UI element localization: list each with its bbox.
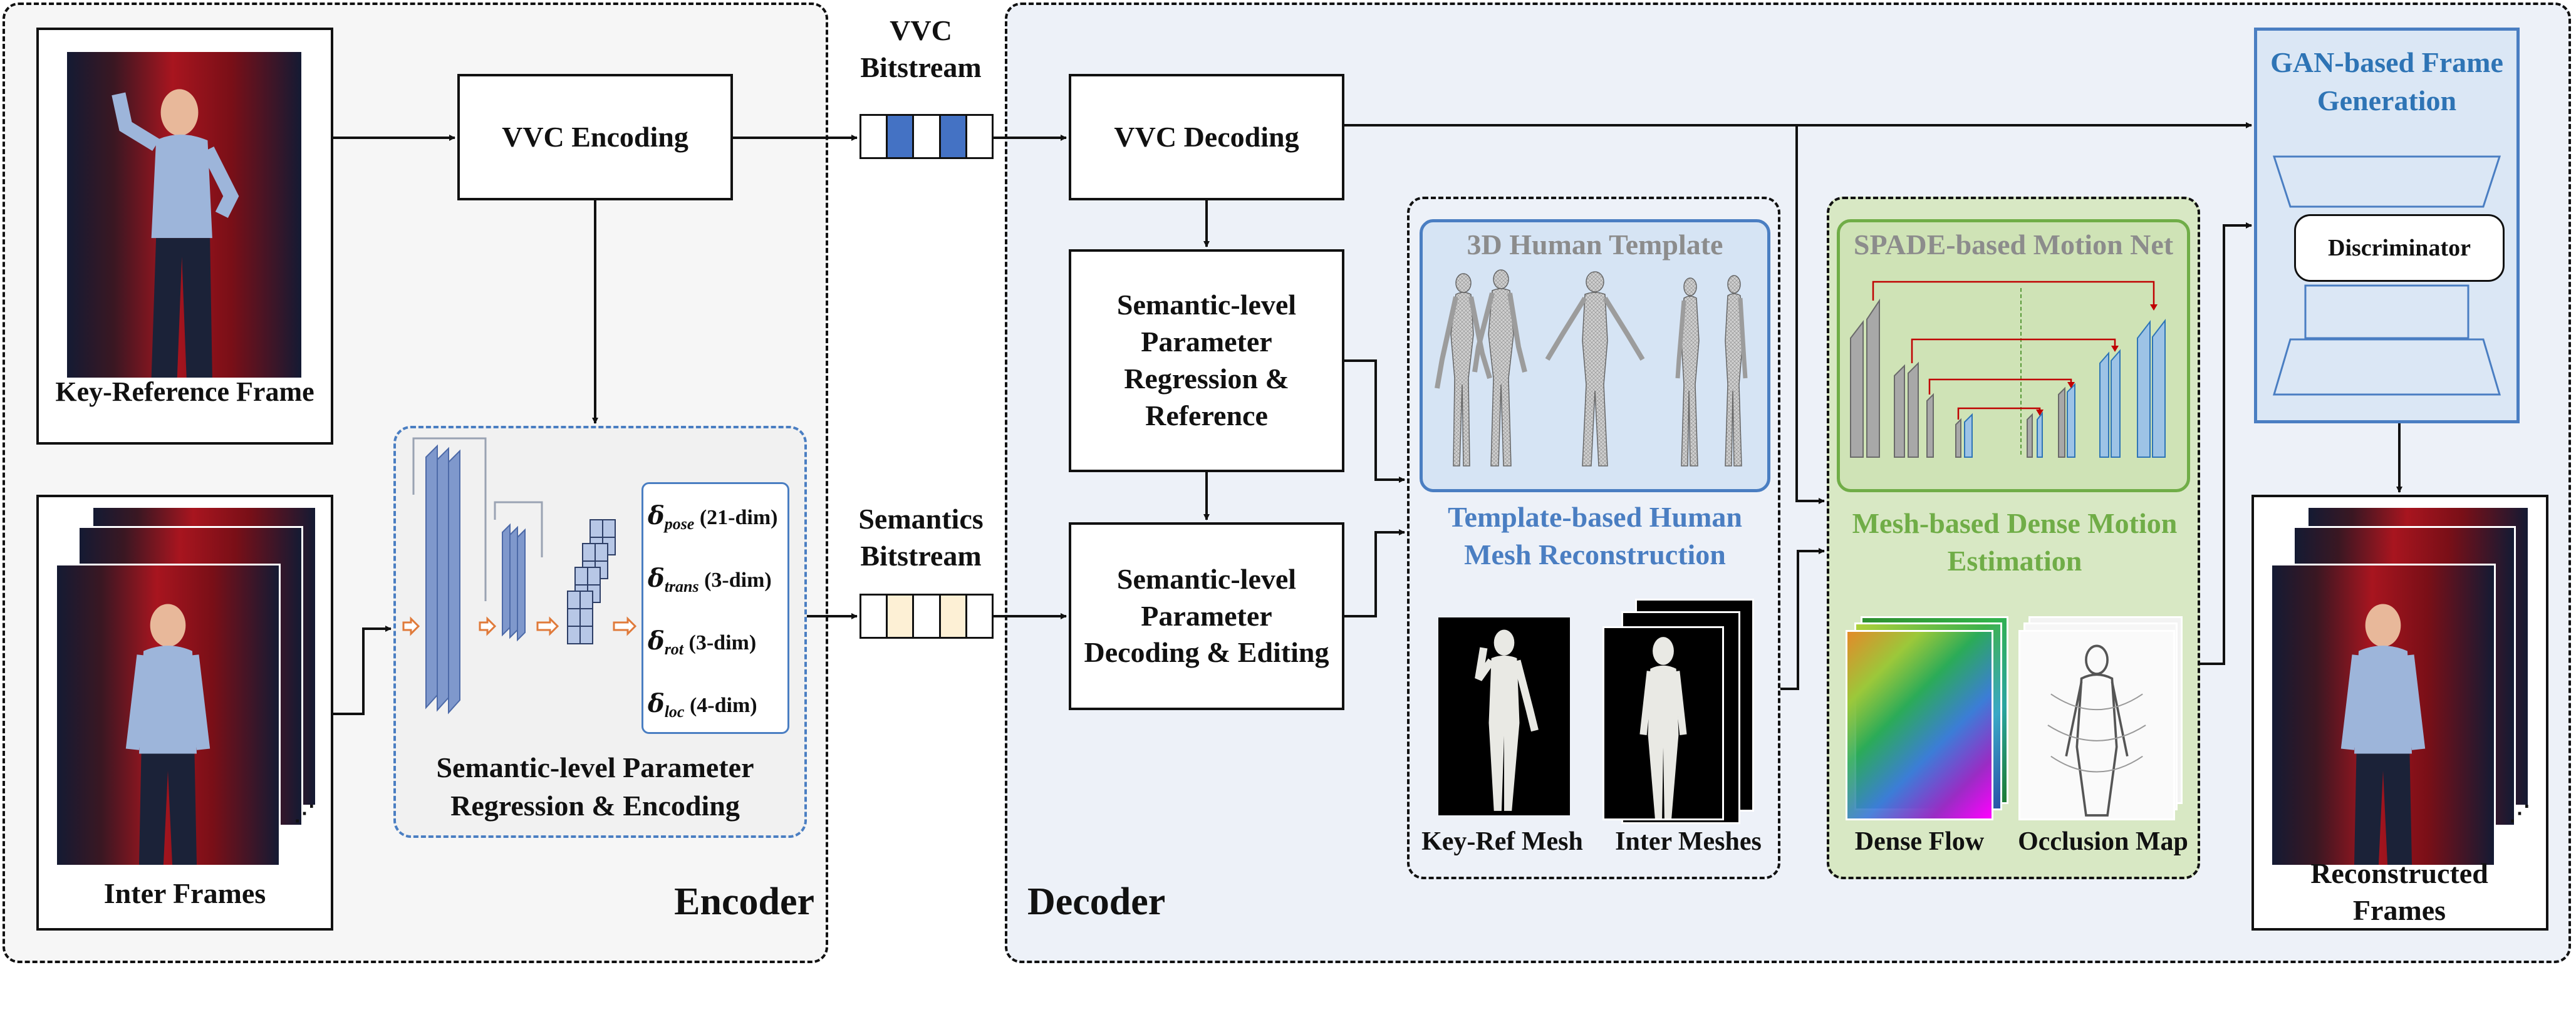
inter-frames-label: Inter Frames <box>103 877 266 909</box>
template-title: 3D Human Template <box>1467 229 1723 261</box>
generator-decoder-icon <box>2272 338 2501 396</box>
human-figure-icon <box>112 89 239 378</box>
template-figure-1 <box>1435 273 1492 467</box>
gan-title: GAN-based Frame Generation <box>2270 46 2503 116</box>
human-figure-icon <box>2047 644 2146 817</box>
decoding-editing-box: Semantic-level Parameter Decoding & Edit… <box>1069 522 1344 710</box>
gan-network-icon <box>2272 155 2501 396</box>
spade-title: SPADE-based Motion Net <box>1853 229 2174 261</box>
occlusion-map-image <box>2018 630 2175 820</box>
spade-network-icon <box>1850 281 2166 458</box>
parameters-box <box>641 482 789 734</box>
mesh-template-icon <box>1435 269 1748 467</box>
inter-frame-front <box>55 564 281 867</box>
key-frame-label: Key-Reference Frame <box>55 376 314 407</box>
vvc-bitstream <box>860 114 994 159</box>
generator-encoder-icon <box>2272 155 2501 208</box>
dnn-layer-icon <box>567 519 616 644</box>
param-rot: δrot (3-dim) <box>648 626 757 658</box>
template-figure-4 <box>1675 277 1700 467</box>
template-figure-3 <box>1545 271 1645 467</box>
arrow-icon <box>2036 304 2158 416</box>
arrow-mesh-to-motion <box>1780 548 1825 690</box>
reconstructed-frames-label: Reconstructed Frames <box>2310 857 2488 926</box>
arrow-editing-to-mesh <box>1344 529 1405 617</box>
skip-connections <box>412 437 543 601</box>
motion-title: Mesh-based Dense Motion Estimation <box>1852 507 2178 577</box>
param-trans: δtrans (3-dim) <box>648 564 772 596</box>
dnn-layer-icon <box>1964 319 2166 458</box>
occlusion-map-label: Occlusion Map <box>2018 827 2188 856</box>
dense-flow-label: Dense Flow <box>1854 827 1985 856</box>
human-figure-icon <box>1475 629 1539 811</box>
regression-reference-box: Semantic-level Parameter Regression & Re… <box>1069 249 1344 472</box>
human-figure-icon <box>2340 604 2426 865</box>
param-pose: δpose (21-dim) <box>648 501 778 533</box>
generator-bottleneck-icon <box>2304 284 2470 339</box>
encoder-title: Encoder <box>674 880 814 923</box>
reconstructed-ellipsis: ⋰ <box>2509 802 2530 825</box>
vvc-decoding-box: VVC Decoding <box>1069 74 1344 200</box>
semantics-bitstream-label: Semantics Bitstream <box>858 503 984 572</box>
arrow-icon <box>402 616 637 636</box>
key-ref-mesh-image <box>1438 617 1570 815</box>
arrow-regression-to-mesh <box>1344 359 1405 483</box>
semantic-encoding-title: Semantic-level Parameter Regression & En… <box>436 751 754 822</box>
discriminator-box: Discriminator <box>2294 214 2505 282</box>
key-frame-image <box>65 50 303 379</box>
arrow-inter-to-semantic <box>333 626 392 715</box>
arrow-motion-to-gan <box>2200 222 2252 665</box>
semantics-bitstream <box>860 594 994 639</box>
dnn-layer-icon <box>425 444 526 715</box>
template-figure-2 <box>1472 269 1527 467</box>
vvc-bitstream-label: VVC Bitstream <box>860 14 982 83</box>
decoder-title: Decoder <box>1027 880 1166 923</box>
vvc-encoding-box: VVC Encoding <box>457 74 733 200</box>
human-figure-icon <box>1639 637 1687 818</box>
regression-network-icon <box>402 437 637 715</box>
human-figure-icon <box>125 604 210 865</box>
key-ref-mesh-label: Key-Ref Mesh <box>1421 827 1583 856</box>
template-figure-5 <box>1725 275 1748 467</box>
inter-frames-ellipsis: ⋰ <box>294 802 315 825</box>
reconstructed-frame-front <box>2270 564 2496 867</box>
inter-mesh-front <box>1602 626 1724 820</box>
dnn-layer-icon <box>1850 298 2065 458</box>
arrow-vvc-to-motion <box>1795 125 1825 504</box>
param-loc: δloc (4-dim) <box>648 689 757 721</box>
reconstruction-title: Template-based Human Mesh Reconstruction <box>1448 501 1742 570</box>
dense-flow-image <box>1846 630 1993 820</box>
inter-meshes-label: Inter Meshes <box>1615 827 1762 856</box>
